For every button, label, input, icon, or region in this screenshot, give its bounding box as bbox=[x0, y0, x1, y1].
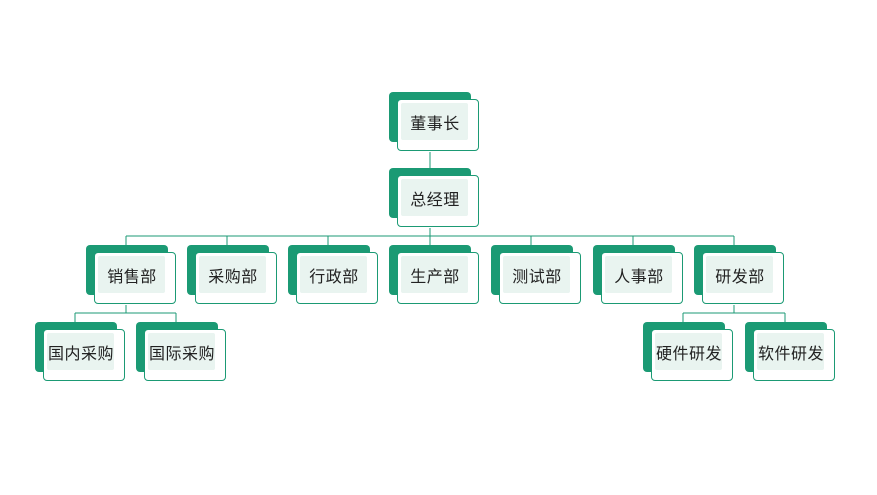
node-sales: 销售部 bbox=[86, 245, 176, 304]
node-card: 销售部 bbox=[94, 252, 176, 304]
node-label: 测试部 bbox=[512, 267, 562, 286]
node-card: 采购部 bbox=[195, 252, 277, 304]
node-label: 生产部 bbox=[410, 267, 460, 286]
node-label: 人事部 bbox=[614, 267, 664, 286]
node-label: 董事长 bbox=[410, 114, 460, 133]
node-label: 采购部 bbox=[208, 267, 258, 286]
node-rnd: 研发部 bbox=[694, 245, 784, 304]
node-label: 研发部 bbox=[715, 267, 765, 286]
node-purchasing: 采购部 bbox=[187, 245, 277, 304]
node-card: 人事部 bbox=[601, 252, 683, 304]
node-software-rnd: 软件研发 bbox=[745, 322, 835, 381]
node-intl-purchase: 国际采购 bbox=[136, 322, 226, 381]
node-card: 测试部 bbox=[499, 252, 581, 304]
node-production: 生产部 bbox=[389, 245, 479, 304]
node-label: 行政部 bbox=[309, 267, 359, 286]
node-general-manager: 总经理 bbox=[389, 168, 479, 227]
node-card: 硬件研发 bbox=[651, 329, 733, 381]
node-domestic-purchase: 国内采购 bbox=[35, 322, 125, 381]
node-card: 生产部 bbox=[397, 252, 479, 304]
node-label: 总经理 bbox=[410, 190, 460, 209]
node-card: 行政部 bbox=[296, 252, 378, 304]
node-chairman: 董事长 bbox=[389, 92, 479, 151]
node-hardware-rnd: 硬件研发 bbox=[643, 322, 733, 381]
node-card: 董事长 bbox=[397, 99, 479, 151]
node-testing: 测试部 bbox=[491, 245, 581, 304]
node-label: 国内采购 bbox=[47, 344, 114, 363]
node-hr: 人事部 bbox=[593, 245, 683, 304]
node-label: 硬件研发 bbox=[655, 344, 722, 363]
node-card: 国际采购 bbox=[144, 329, 226, 381]
node-card: 软件研发 bbox=[753, 329, 835, 381]
node-label: 销售部 bbox=[107, 267, 157, 286]
node-label: 软件研发 bbox=[757, 344, 824, 363]
node-card: 国内采购 bbox=[43, 329, 125, 381]
node-label: 国际采购 bbox=[148, 344, 215, 363]
node-card: 研发部 bbox=[702, 252, 784, 304]
node-admin: 行政部 bbox=[288, 245, 378, 304]
node-card: 总经理 bbox=[397, 175, 479, 227]
